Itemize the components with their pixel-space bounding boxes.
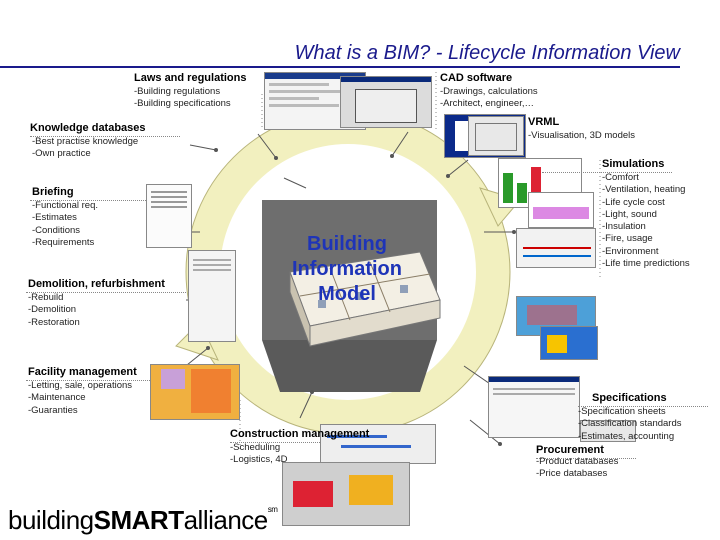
list-item: -Building regulations — [134, 86, 221, 97]
list-item: -Fire, usage — [602, 233, 653, 245]
divider — [578, 406, 708, 407]
title-underline — [0, 66, 680, 68]
divider — [230, 442, 320, 443]
divider — [26, 380, 150, 381]
arrow-knowledge-2 — [283, 177, 307, 189]
logo-part-smart: SMART — [93, 505, 184, 535]
list-item: -Maintenance — [28, 392, 86, 404]
arrow-knowledge — [189, 144, 217, 151]
demolition-document-thumbnail — [188, 250, 236, 342]
construction-4d-thumbnail — [282, 462, 410, 526]
knowledge-list: -Best practise knowledge -Own practice — [32, 136, 138, 161]
list-item: -Scheduling — [230, 442, 281, 453]
briefing-document-thumbnail — [146, 184, 192, 248]
vrml-list: -Visualisation, 3D models — [528, 130, 635, 142]
divider — [30, 136, 180, 137]
page-title: What is a BIM? - Lifecycle Information V… — [294, 42, 680, 64]
list-item: -Estimates, accounting — [578, 430, 675, 442]
list-item: -Life time predictions — [602, 258, 690, 270]
list-item: -Architect, engineer,… — [440, 98, 534, 110]
arrow-procurement — [469, 419, 501, 445]
procurement-heading: Procurement — [536, 444, 604, 456]
specifications-heading: Specifications — [592, 392, 667, 404]
list-item: -Environment — [602, 245, 659, 257]
laws-heading: Laws and regulations — [134, 72, 247, 84]
buildingsmart-logo: buildingSMARTalliancesm — [8, 505, 278, 536]
list-item: -Own practice — [32, 148, 91, 160]
specifications-sheet-thumbnail — [488, 376, 580, 438]
procurement-list: -Product databases -Price databases — [536, 456, 618, 481]
demolition-list: -Rebuild -Demolition -Restoration — [28, 292, 80, 329]
construction-list: -Scheduling -Logistics, 4D — [230, 442, 288, 467]
cad-heading: CAD software — [440, 72, 513, 84]
list-item: -Comfort — [602, 172, 639, 183]
simulation-lines-thumbnail — [516, 228, 596, 268]
arrow-construction — [299, 391, 313, 419]
list-item: -Price databases — [536, 468, 608, 480]
specifications-list: -Specification sheets -Classification st… — [578, 406, 682, 443]
simulations-list: -Comfort -Ventilation, heating -Life cyc… — [602, 172, 690, 270]
simulations-heading: Simulations — [602, 158, 665, 170]
center-label-line-1: Building — [307, 233, 387, 255]
arrow-cad — [391, 131, 409, 157]
briefing-heading: Briefing — [32, 186, 74, 198]
arrow-vrml — [447, 159, 469, 177]
model-panel-bottom — [262, 340, 437, 392]
building-model-graphic — [289, 251, 441, 347]
center-label: Building Information Model — [252, 232, 442, 307]
list-item: -Rebuild — [28, 292, 64, 303]
list-item: -Classification standards — [578, 418, 682, 430]
list-item: -Insulation — [602, 221, 646, 233]
center-label-line-3: Model — [318, 283, 376, 305]
vrml-heading: VRML — [528, 116, 560, 128]
list-item: -Best practise knowledge — [32, 136, 139, 147]
list-item: -Restoration — [28, 316, 80, 328]
cad-list: -Drawings, calculations -Architect, engi… — [440, 86, 538, 111]
list-item: -Ventilation, heating — [602, 184, 686, 196]
logo-service-mark: sm — [267, 505, 278, 514]
logo-part-building: building — [8, 505, 94, 535]
divider — [536, 458, 636, 459]
demolition-heading: Demolition, refurbishment — [28, 278, 165, 290]
simulation-graph-thumbnail — [528, 192, 594, 228]
list-item: -Visualisation, 3D models — [528, 130, 636, 141]
list-item: -Demolition — [28, 304, 77, 316]
logo-part-alliance: alliance — [183, 505, 269, 535]
list-item: -Building specifications — [134, 98, 231, 110]
divider — [26, 292, 186, 293]
knowledge-heading: Knowledge databases — [30, 122, 146, 134]
divider — [30, 200, 146, 201]
list-item: -Drawings, calculations — [440, 86, 538, 97]
list-item: -Letting, sale, operations — [28, 380, 133, 391]
list-item: -Conditions — [32, 224, 81, 236]
list-item: -Product databases — [536, 456, 619, 467]
list-item: -Requirements — [32, 236, 95, 248]
list-item: -Specification sheets — [578, 406, 666, 417]
list-item: -Functional req. — [32, 200, 99, 211]
procurement-thumbnail — [580, 420, 636, 442]
list-item: -Guaranties — [28, 404, 78, 416]
simulation-heat-thumbnail — [540, 326, 598, 360]
facility-heading: Facility management — [28, 366, 137, 378]
briefing-list: -Functional req. -Estimates -Conditions … — [32, 200, 98, 249]
list-item: -Estimates — [32, 212, 77, 224]
list-item: -Logistics, 4D — [230, 454, 288, 466]
construction-heading: Construction management — [230, 428, 370, 440]
laws-list: -Building regulations -Building specific… — [134, 86, 231, 111]
vrml-render-thumbnail — [468, 116, 524, 156]
facility-plan-thumbnail — [150, 364, 240, 420]
list-item: -Life cycle cost — [602, 196, 665, 208]
arrow-laws — [257, 133, 277, 159]
divider — [542, 172, 672, 173]
center-label-line-2: Information — [292, 258, 402, 280]
list-item: -Light, sound — [602, 208, 657, 220]
facility-list: -Letting, sale, operations -Maintenance … — [28, 380, 132, 417]
cad-screenshot-thumbnail — [340, 76, 432, 128]
